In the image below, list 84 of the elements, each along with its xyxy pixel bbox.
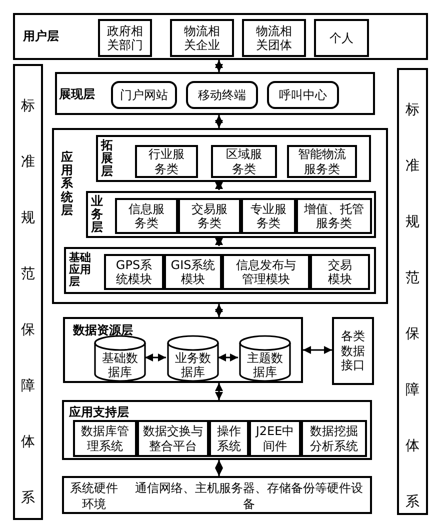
service-box <box>211 145 277 178</box>
side-column <box>397 68 428 515</box>
double-arrow <box>215 304 223 317</box>
module-box <box>164 254 222 290</box>
node-text: 数据交换与整合平台 <box>143 424 203 453</box>
double-arrow <box>218 354 238 362</box>
node-text: 业务数据库 <box>175 350 211 380</box>
node-text: 信息发布与管理模块 <box>236 258 296 286</box>
node-text: GIS系统模块 <box>170 258 216 286</box>
double-arrow <box>215 237 223 246</box>
node-text: 移动终端 <box>198 88 246 102</box>
layer-label: 系统硬件环境 <box>69 481 119 512</box>
layer-label: 展现层 <box>59 87 96 102</box>
node-text: 呼叫中心 <box>279 88 327 102</box>
node-text: 行业服务类 <box>148 147 184 176</box>
service-box <box>178 198 241 234</box>
double-arrow <box>215 115 223 128</box>
layer-label: 业务层 <box>91 195 103 235</box>
channel-box <box>111 81 177 109</box>
module-box <box>73 420 137 457</box>
channel-box <box>267 81 339 109</box>
layer-label: 应用支持层 <box>69 405 130 420</box>
double-arrow <box>215 383 223 400</box>
node-text: 通信网络、主机服务器、存储备份等硬件设备 <box>134 481 364 512</box>
node-text: 个人 <box>330 30 354 46</box>
node-text: 物流相关团体 <box>256 24 292 52</box>
layer-label: 基础应用层 <box>69 252 92 288</box>
layer-panel <box>63 317 303 383</box>
double-arrow <box>215 60 223 72</box>
node-text: 数据挖掘分析系统 <box>310 424 358 453</box>
user-box <box>314 19 369 57</box>
side-column <box>13 64 43 520</box>
service-box <box>241 198 296 234</box>
double-arrow <box>215 460 223 476</box>
module-box <box>310 254 370 290</box>
node-text: 交易模块 <box>328 258 352 286</box>
double-arrow <box>215 181 223 190</box>
module-box <box>137 420 209 457</box>
layer-panel <box>52 128 388 304</box>
service-box <box>287 145 357 178</box>
vertical-label: 标准规范保障体系 <box>406 101 420 512</box>
layer-label: 拓展层 <box>101 139 113 179</box>
node-text: 主题数据库 <box>247 350 283 380</box>
double-arrow <box>145 354 166 362</box>
layer-panel <box>62 476 372 514</box>
node-text: 区域服务类 <box>226 147 262 176</box>
module-box <box>249 420 301 457</box>
node-text: 智能物流服务类 <box>298 147 346 176</box>
service-box <box>115 198 178 234</box>
vertical-label: 标准规范保障体系 <box>21 97 35 508</box>
user-box <box>98 19 152 57</box>
layer-label: 应用系统层 <box>61 151 73 217</box>
node-text: 政府相关部门 <box>107 24 143 52</box>
node-text: 物流相关企业 <box>184 24 220 52</box>
module-box <box>104 254 164 290</box>
layer-panel <box>55 72 375 115</box>
node-text: 专业服务类 <box>250 202 286 230</box>
sublayer-panel <box>64 247 376 294</box>
double-arrow <box>303 346 332 354</box>
node-text: 操作系统 <box>217 424 241 453</box>
node-text: 各类数据接口 <box>341 329 365 373</box>
layer-label: 用户层 <box>23 29 60 44</box>
node-text: GPS系统模块 <box>114 258 154 286</box>
sublayer-panel <box>96 135 371 182</box>
service-box <box>135 145 198 178</box>
user-box <box>170 19 234 57</box>
node-text: 门户网站 <box>120 88 168 102</box>
layer-panel <box>13 13 428 60</box>
node-text: 数据库管理系统 <box>81 424 129 453</box>
channel-box <box>186 81 258 109</box>
module-box <box>209 420 249 457</box>
node-text: J2EE中间件 <box>255 424 295 453</box>
layer-panel <box>62 400 372 460</box>
module-box <box>301 420 367 457</box>
node-text: 增值、托管服务类 <box>304 202 364 230</box>
service-box <box>296 198 372 234</box>
sublayer-panel <box>86 191 376 238</box>
layer-label: 数据资源层 <box>73 323 134 338</box>
module-box <box>222 254 310 290</box>
interface-box <box>332 317 374 385</box>
node-text: 基础数据库 <box>102 350 138 380</box>
user-box <box>242 19 306 57</box>
node-text: 交易服务类 <box>192 202 228 230</box>
node-text: 信息服务类 <box>128 202 164 230</box>
